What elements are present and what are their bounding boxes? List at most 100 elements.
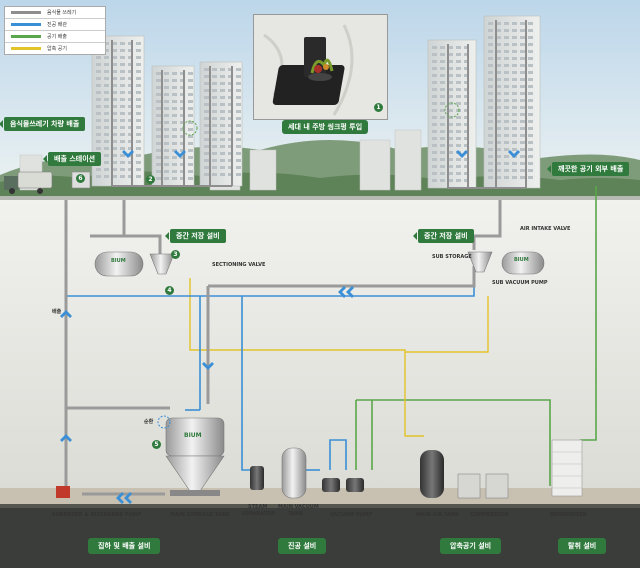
window — [104, 133, 109, 136]
window — [136, 49, 141, 52]
window — [440, 95, 445, 98]
window — [172, 149, 177, 152]
window — [188, 79, 193, 82]
window — [440, 158, 445, 161]
window — [156, 107, 161, 110]
window — [464, 165, 469, 168]
window — [128, 133, 133, 136]
window — [156, 135, 161, 138]
window — [120, 77, 125, 80]
window — [488, 29, 493, 32]
window — [220, 82, 225, 85]
window — [504, 64, 509, 67]
window — [180, 149, 185, 152]
window — [136, 140, 141, 143]
window — [172, 170, 177, 173]
window — [136, 112, 141, 115]
step-badge-3: 3 — [171, 250, 180, 259]
window — [220, 166, 225, 169]
window — [104, 49, 109, 52]
legend-label: 진공 배관 — [47, 22, 67, 28]
vacuum-pumps — [322, 478, 364, 492]
window — [440, 102, 445, 105]
window — [432, 116, 437, 119]
window — [528, 127, 533, 130]
window — [236, 173, 241, 176]
window — [464, 130, 469, 133]
window — [456, 130, 461, 133]
window — [432, 179, 437, 182]
window — [104, 147, 109, 150]
window — [112, 77, 117, 80]
window — [188, 72, 193, 75]
window — [512, 169, 517, 172]
bium-logo-left: BIUM — [111, 258, 126, 264]
window — [440, 53, 445, 56]
window — [456, 137, 461, 140]
window — [180, 135, 185, 138]
steam-separator-label-1: STEAM — [248, 504, 268, 510]
window — [136, 161, 141, 164]
window — [456, 172, 461, 175]
window — [504, 71, 509, 74]
step-badge-5: 5 — [152, 440, 161, 449]
window — [228, 159, 233, 162]
window — [180, 128, 185, 131]
window — [520, 176, 525, 179]
window — [528, 85, 533, 88]
window — [512, 64, 517, 67]
garbage-truck — [4, 171, 53, 194]
window — [204, 124, 209, 127]
window — [128, 112, 133, 115]
window — [212, 152, 217, 155]
window — [228, 82, 233, 85]
window — [464, 158, 469, 161]
window — [432, 95, 437, 98]
window — [448, 81, 453, 84]
window — [96, 63, 101, 66]
window — [236, 124, 241, 127]
window — [112, 154, 117, 157]
window — [432, 172, 437, 175]
window — [164, 121, 169, 124]
window — [464, 179, 469, 182]
window — [528, 29, 533, 32]
window — [496, 78, 501, 81]
window — [204, 110, 209, 113]
window — [456, 60, 461, 63]
circulation-marker — [157, 415, 171, 429]
window — [448, 144, 453, 147]
window — [220, 68, 225, 71]
window — [228, 110, 233, 113]
sub-vacuum-pump-label: SUB VACUUM PUMP — [492, 280, 548, 286]
window — [456, 158, 461, 161]
window — [456, 102, 461, 105]
window — [180, 93, 185, 96]
window — [512, 85, 517, 88]
window — [528, 64, 533, 67]
window — [104, 42, 109, 45]
deodorizer — [551, 439, 583, 497]
shredder-pump — [56, 486, 70, 498]
window — [212, 124, 217, 127]
window — [156, 93, 161, 96]
window — [96, 98, 101, 101]
window — [128, 168, 133, 171]
window — [120, 112, 125, 115]
legend: 음식물 쓰레기 진공 배관 공기 배출 압축 공기 — [4, 6, 106, 55]
bium-logo-right: BIUM — [514, 257, 529, 263]
window — [104, 119, 109, 122]
window — [236, 159, 241, 162]
window — [212, 103, 217, 106]
window — [188, 100, 193, 103]
deodorize-facility-tag: 탈취 설비 — [558, 538, 607, 554]
window — [96, 140, 101, 143]
window — [188, 107, 193, 110]
window — [180, 121, 185, 124]
main-vacuum-tank-label-1: MAIN VACUUM — [278, 504, 319, 510]
window — [128, 63, 133, 66]
window — [156, 163, 161, 166]
window — [188, 114, 193, 117]
window — [220, 145, 225, 148]
window — [496, 169, 501, 172]
